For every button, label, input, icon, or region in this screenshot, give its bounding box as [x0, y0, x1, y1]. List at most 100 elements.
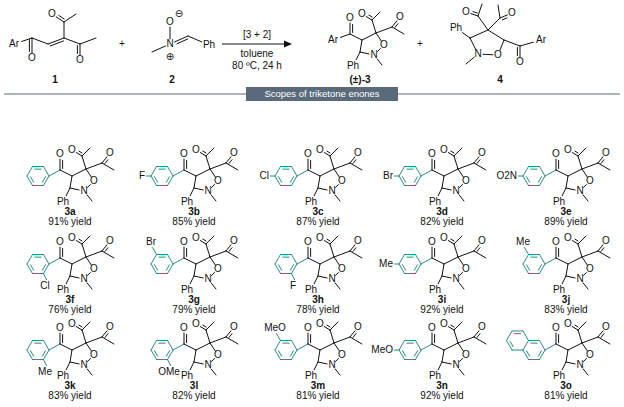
bond-line [350, 34, 362, 40]
bond-line [72, 257, 86, 264]
bond-line [578, 322, 586, 330]
atom-label: MeO [371, 345, 393, 355]
bond-line [105, 334, 108, 338]
atom-label: O [214, 264, 222, 274]
atom-label: N [328, 186, 335, 196]
bond-line [566, 264, 568, 276]
bond-line [372, 12, 380, 20]
bond-line [318, 176, 320, 188]
bond-line [102, 251, 114, 258]
bond-line [405, 340, 416, 341]
bond-line [324, 241, 330, 244]
bond-line [356, 52, 360, 60]
bond-line [558, 249, 559, 257]
atom-label: O [516, 57, 524, 67]
bond-line [454, 156, 458, 169]
bond-line [211, 195, 216, 201]
bond-line [416, 166, 422, 176]
atom-label: Ph [305, 285, 317, 295]
bond-line [173, 258, 184, 264]
bond-line [330, 236, 338, 244]
atom-label: O [586, 350, 594, 360]
bond-line [395, 350, 400, 351]
compound-number: 3h [312, 295, 324, 305]
bond-line [498, 5, 500, 18]
bond-line [463, 33, 470, 38]
bond-line [523, 331, 529, 341]
bond-line [49, 344, 60, 350]
bond-line [598, 337, 610, 344]
bond-line [168, 360, 171, 366]
bond-line [350, 251, 362, 258]
bond-line [330, 330, 334, 343]
atom-label: N [204, 360, 211, 370]
atom-label: O [166, 17, 174, 27]
atom-label: N [452, 186, 459, 196]
bond-line [454, 322, 462, 330]
atom-label: Ph [57, 371, 69, 381]
bond-line [157, 254, 168, 255]
bond-line [556, 170, 568, 176]
bond-line [308, 333, 309, 344]
bond-line [478, 16, 488, 30]
bond-line [519, 176, 524, 177]
yield-label: 81% yield [544, 391, 587, 401]
bond-line [405, 273, 416, 274]
yield-label: 92% yield [420, 391, 463, 401]
bond-line [531, 257, 537, 258]
bond-line [477, 160, 480, 164]
bond-line [470, 30, 488, 38]
bond-line [314, 362, 318, 370]
atom-label: O [90, 176, 98, 186]
bond-line [27, 254, 33, 264]
bond-line [206, 156, 210, 169]
bond-line [598, 251, 610, 258]
bond-line [454, 244, 458, 257]
bond-line [175, 36, 188, 42]
atom-label: O [56, 149, 64, 159]
atom-label: O [76, 55, 84, 65]
bond-line [512, 350, 523, 351]
bond-line [488, 18, 500, 30]
bond-line [432, 344, 444, 350]
bond-line [64, 22, 65, 38]
atom-label: O [214, 176, 222, 186]
bond-line [33, 166, 44, 167]
atom-label: O [354, 236, 362, 246]
bond-line [292, 254, 298, 264]
compound-number: 3j [562, 295, 570, 305]
atom-label: Ph [553, 371, 565, 381]
bond-line [168, 340, 174, 350]
bond-line [275, 340, 281, 350]
atom-label: O [304, 149, 312, 159]
bond-line [399, 350, 405, 360]
bond-line [82, 322, 90, 330]
bond-line [529, 254, 540, 255]
atom-label: O [440, 233, 448, 243]
bond-line [432, 159, 433, 170]
bond-line [30, 351, 33, 356]
atom-label: Ph [181, 285, 193, 295]
compound-number: 3m [311, 381, 325, 391]
bond-line [442, 276, 451, 278]
bond-line [448, 153, 454, 156]
bond-line [520, 42, 533, 46]
bond-line [82, 244, 86, 257]
bond-line [278, 265, 281, 270]
bond-line [414, 265, 417, 270]
bond-line [292, 340, 298, 350]
atom-label: O [508, 8, 516, 18]
bond-line [297, 344, 308, 350]
bond-line [60, 159, 61, 170]
bond-line [157, 185, 168, 186]
bond-line [168, 254, 174, 264]
bond-line [173, 170, 184, 176]
atom-label: N [166, 39, 173, 49]
bond-line [601, 334, 604, 338]
bond-line [320, 169, 334, 176]
bond-line [336, 273, 339, 276]
bond-line [297, 258, 308, 264]
bond-line [407, 343, 413, 344]
compound-number: 3c [312, 207, 323, 217]
bond-line [283, 343, 289, 344]
